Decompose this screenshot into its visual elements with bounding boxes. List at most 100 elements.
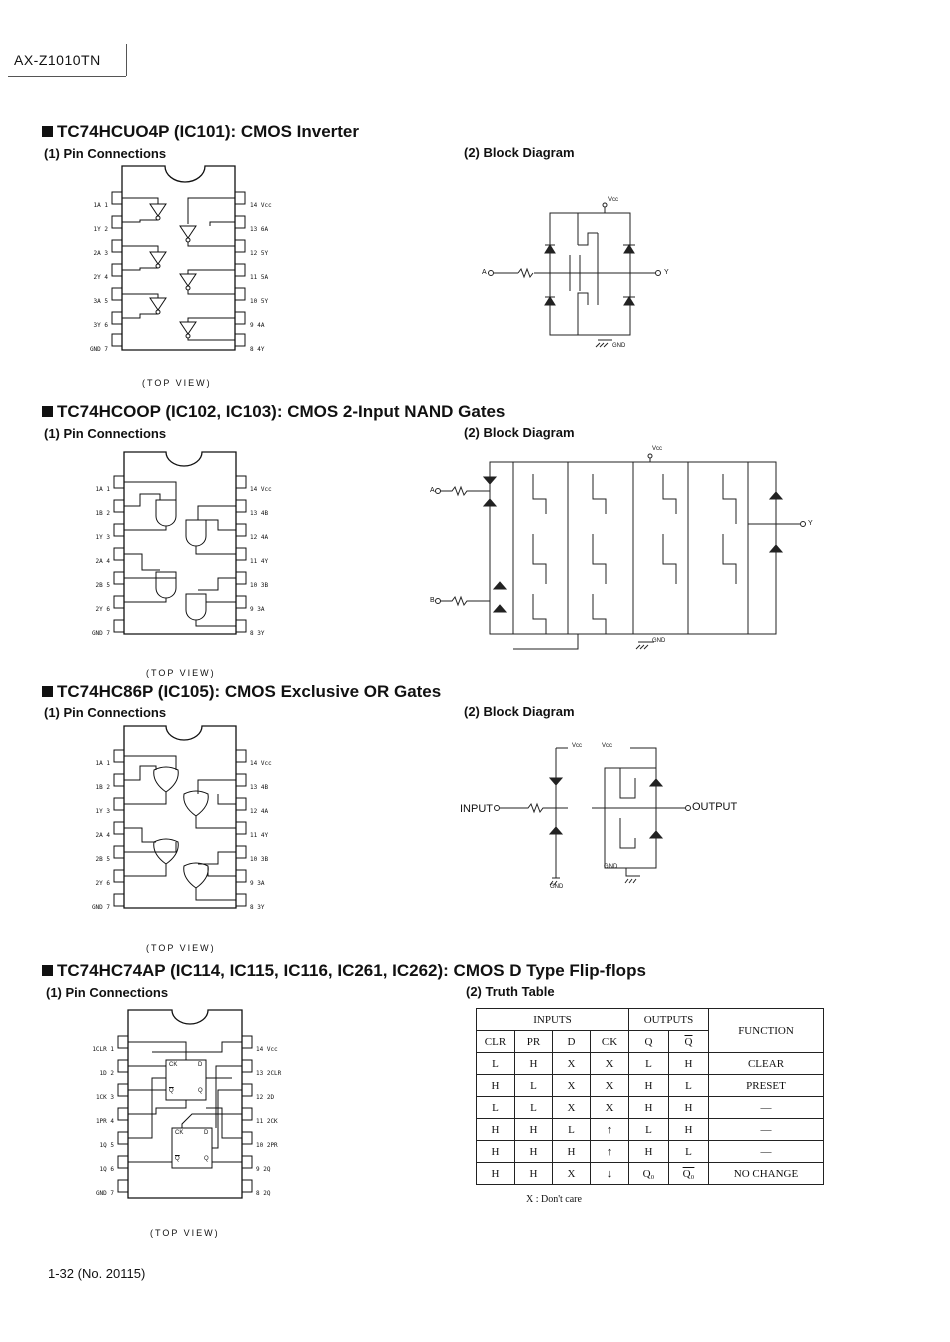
table-cell: H: [552, 1140, 591, 1163]
pin-label: 9 4A: [250, 322, 265, 329]
table-cell: H: [668, 1052, 709, 1075]
table-cell: H: [514, 1162, 553, 1185]
pin-label: 9 2Q: [256, 1166, 271, 1173]
vcc-label: Vcc: [608, 197, 619, 203]
section-title-text: TC74HCOOP (IC102, IC103): CMOS 2-Input N…: [57, 402, 506, 421]
input-b-label: B: [430, 597, 435, 604]
pin-label: 3A 5: [93, 298, 108, 305]
output-y-label: Y: [664, 269, 669, 276]
pin-label: 11 4Y: [250, 832, 269, 839]
table-cell: L: [668, 1074, 709, 1097]
ic105-right-pin-labels: 14 Vcc 13 4B 12 4A 11 4Y 10 3B 9 3A 8 3Y: [250, 752, 272, 920]
ff1-q-label: Q: [198, 1088, 203, 1094]
table-cell: L: [628, 1118, 669, 1141]
pin-label: 1Y 3: [95, 534, 110, 541]
pin-label: 10 3B: [250, 856, 269, 863]
ic114-pinout: CK D Q Q CK D Q Q 1CLR 1 1D 2 1CK 3 1PR …: [82, 1008, 322, 1218]
pin-label: 1B 2: [95, 784, 110, 791]
section-title-text: TC74HCUO4P (IC101): CMOS Inverter: [57, 122, 359, 141]
pin-label: 13 4B: [250, 784, 269, 791]
ic105-pinout: 1A 1 1B 2 1Y 3 2A 4 2B 5 2Y 6 GND 7 14 V…: [78, 724, 318, 934]
pin-connections-heading: (1) Pin Connections: [44, 146, 167, 161]
pin-label: 2Y 4: [93, 274, 108, 281]
function-header: FUNCTION: [708, 1008, 824, 1053]
table-cell: L: [476, 1052, 515, 1075]
pin-label: 1Y 3: [95, 808, 110, 815]
page-number: 1-32 (No. 20115): [48, 1266, 146, 1281]
gnd-label: GND: [612, 343, 626, 349]
table-cell: ↑: [590, 1118, 629, 1141]
table-cell: H: [628, 1140, 669, 1163]
pin-label: GND 7: [91, 904, 110, 911]
vcc-label-right: Vcc: [602, 743, 613, 749]
input-label: INPUT: [460, 803, 493, 815]
output-label: OUTPUT: [692, 801, 738, 813]
pin-label: 9 3A: [250, 880, 265, 887]
table-cell: Q₀: [628, 1162, 669, 1185]
ic101-package-drawing: [111, 165, 246, 351]
pin-label: 2Y 6: [95, 606, 110, 613]
ic102-left-pin-labels: 1A 1 1B 2 1Y 3 2A 4 2B 5 2Y 6 GND 7: [74, 478, 110, 646]
pin-label: 10 2PR: [256, 1142, 278, 1149]
document-model-label: AX-Z1010TN: [14, 52, 101, 68]
table-cell: H: [668, 1096, 709, 1119]
table-cell: —: [708, 1140, 824, 1163]
pin-label: 12 4A: [250, 808, 269, 815]
column-header: Q: [668, 1030, 709, 1053]
pin-label: 3Y 6: [93, 322, 108, 329]
gnd-label-right: GND: [604, 864, 618, 870]
truth-table-heading: (2) Truth Table: [466, 984, 555, 999]
xor-block-diagram: Vcc Vcc GND GND INPUT OUTPUT: [460, 738, 760, 898]
table-cell: L: [628, 1052, 669, 1075]
outputs-group-header: OUTPUTS: [628, 1008, 709, 1031]
ic101-pinout: 1A 1 1Y 2 2A 3 2Y 4 3A 5 3Y 6 GND 7 14 V…: [60, 164, 300, 384]
pin-label: 11 2CK: [256, 1118, 278, 1125]
ic114-right-pin-labels: 14 Vcc 13 2CLR 12 2D 11 2CK 10 2PR 9 2Q …: [256, 1038, 281, 1206]
table-cell: H: [514, 1052, 553, 1075]
table-cell: H: [476, 1074, 515, 1097]
column-header: PR: [514, 1030, 553, 1053]
ic105-left-pin-labels: 1A 1 1B 2 1Y 3 2A 4 2B 5 2Y 6 GND 7: [74, 752, 110, 920]
column-header: CLR: [476, 1030, 515, 1053]
vcc-label-left: Vcc: [572, 743, 583, 749]
pin-label: 2B 5: [95, 856, 110, 863]
table-cell: X: [552, 1074, 591, 1097]
pin-label: 2A 4: [95, 558, 110, 565]
gnd-label: GND: [652, 638, 666, 644]
table-cell: H: [628, 1074, 669, 1097]
ic102-pinout: 1A 1 1B 2 1Y 3 2A 4 2B 5 2Y 6 GND 7 14 V…: [78, 450, 318, 660]
pin-label: 14 Vcc: [256, 1046, 278, 1053]
pin-label: 2A 3: [93, 250, 108, 257]
pin-label: 11 5A: [250, 274, 269, 281]
pin-label: 1PR 4: [95, 1118, 114, 1125]
pin-label: 8 3Y: [250, 904, 265, 911]
nand-block-diagram: Vcc GND A B Y: [428, 444, 828, 658]
ff1-d-label: D: [198, 1062, 203, 1068]
ic114-left-pin-labels: 1CLR 1 1D 2 1CK 3 1PR 4 1Q 5 1Q 6 GND 7: [72, 1038, 114, 1206]
header-rule: [8, 76, 126, 77]
header-vertical-rule: [126, 44, 127, 76]
pin-label: 1A 1: [95, 486, 110, 493]
pin-label: 11 4Y: [250, 558, 269, 565]
block-diagram-heading: (2) Block Diagram: [464, 704, 575, 719]
table-cell: H: [476, 1162, 515, 1185]
input-a-label: A: [430, 487, 435, 494]
block-diagram-heading: (2) Block Diagram: [464, 145, 575, 160]
pin-label: 12 5Y: [250, 250, 269, 257]
section-title-text: TC74HC86P (IC105): CMOS Exclusive OR Gat…: [57, 682, 442, 701]
pin-label: 2Y 6: [95, 880, 110, 887]
pin-label: 1A 1: [95, 760, 110, 767]
pin-label: GND 7: [95, 1190, 114, 1197]
pin-label: 12 2D: [256, 1094, 275, 1101]
table-cell: ↑: [590, 1140, 629, 1163]
pin-label: 13 2CLR: [256, 1070, 282, 1077]
section-title-flipflop: TC74HC74AP (IC114, IC115, IC116, IC261, …: [42, 961, 646, 981]
pin-label: GND 7: [89, 346, 108, 353]
pin-label: 1CK 3: [95, 1094, 114, 1101]
ff2-qbar-label: Q: [175, 1156, 180, 1162]
